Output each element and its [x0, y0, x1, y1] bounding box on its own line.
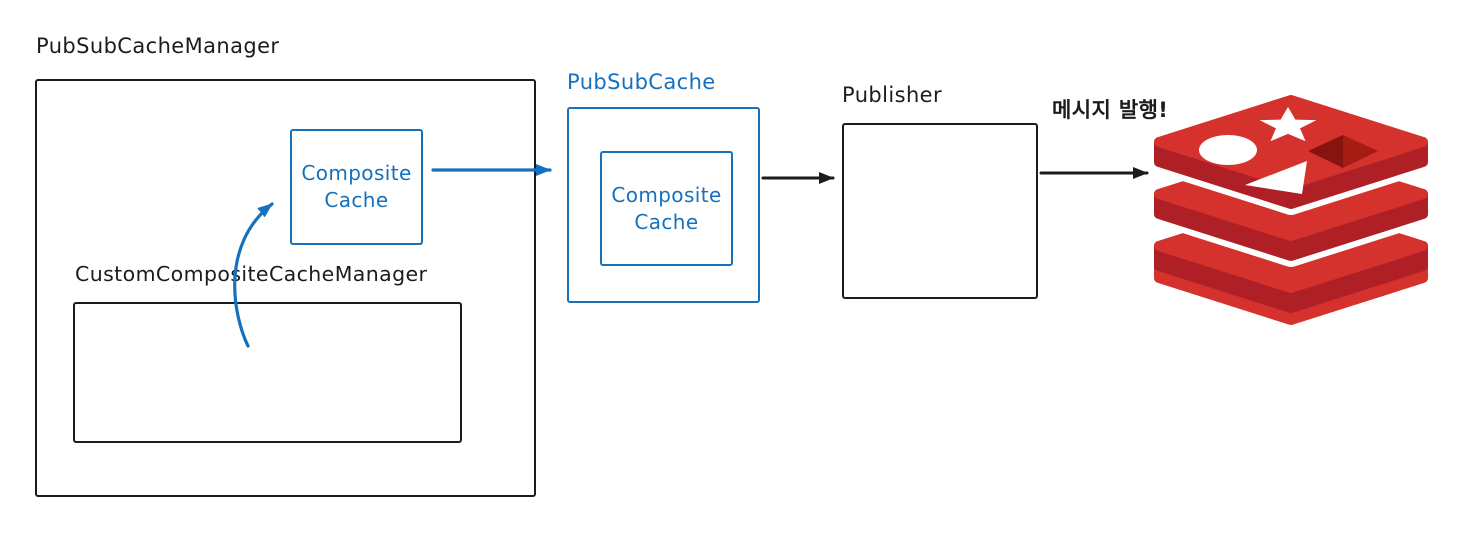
label-publish-message: 메시지 발행! — [1052, 98, 1169, 122]
redis-cushion-top — [1150, 94, 1432, 215]
square-hole-right-face — [1343, 135, 1378, 168]
pubsubcachemanager-box — [35, 79, 536, 497]
star-icon — [1259, 107, 1317, 142]
composite-cache-label-line2: Cache — [634, 209, 699, 234]
pubsubcache-box — [567, 107, 760, 303]
composite-cache-label-line1: Composite — [301, 161, 412, 185]
label-customcompositecachemanager: CustomCompositeCacheManager — [75, 262, 428, 286]
triangle-icon — [1245, 161, 1307, 194]
composite-cache-label-line1: Composite — [611, 182, 722, 207]
label-publisher: Publisher — [842, 83, 943, 107]
publisher-box — [842, 123, 1038, 299]
label-pubsubcachemanager: PubSubCacheManager — [36, 34, 280, 58]
redis-logo — [1150, 94, 1432, 331]
customcompositecachemanager-box — [73, 302, 462, 443]
label-pubsubcache: PubSubCache — [567, 70, 716, 94]
composite-cache-label-line2: Cache — [324, 188, 389, 212]
composite-cache-box-pubsub: Composite Cache — [600, 151, 733, 266]
square-hole-left-face — [1308, 135, 1343, 168]
circle-icon — [1199, 135, 1257, 165]
composite-cache-box-manager: Composite Cache — [290, 129, 423, 245]
